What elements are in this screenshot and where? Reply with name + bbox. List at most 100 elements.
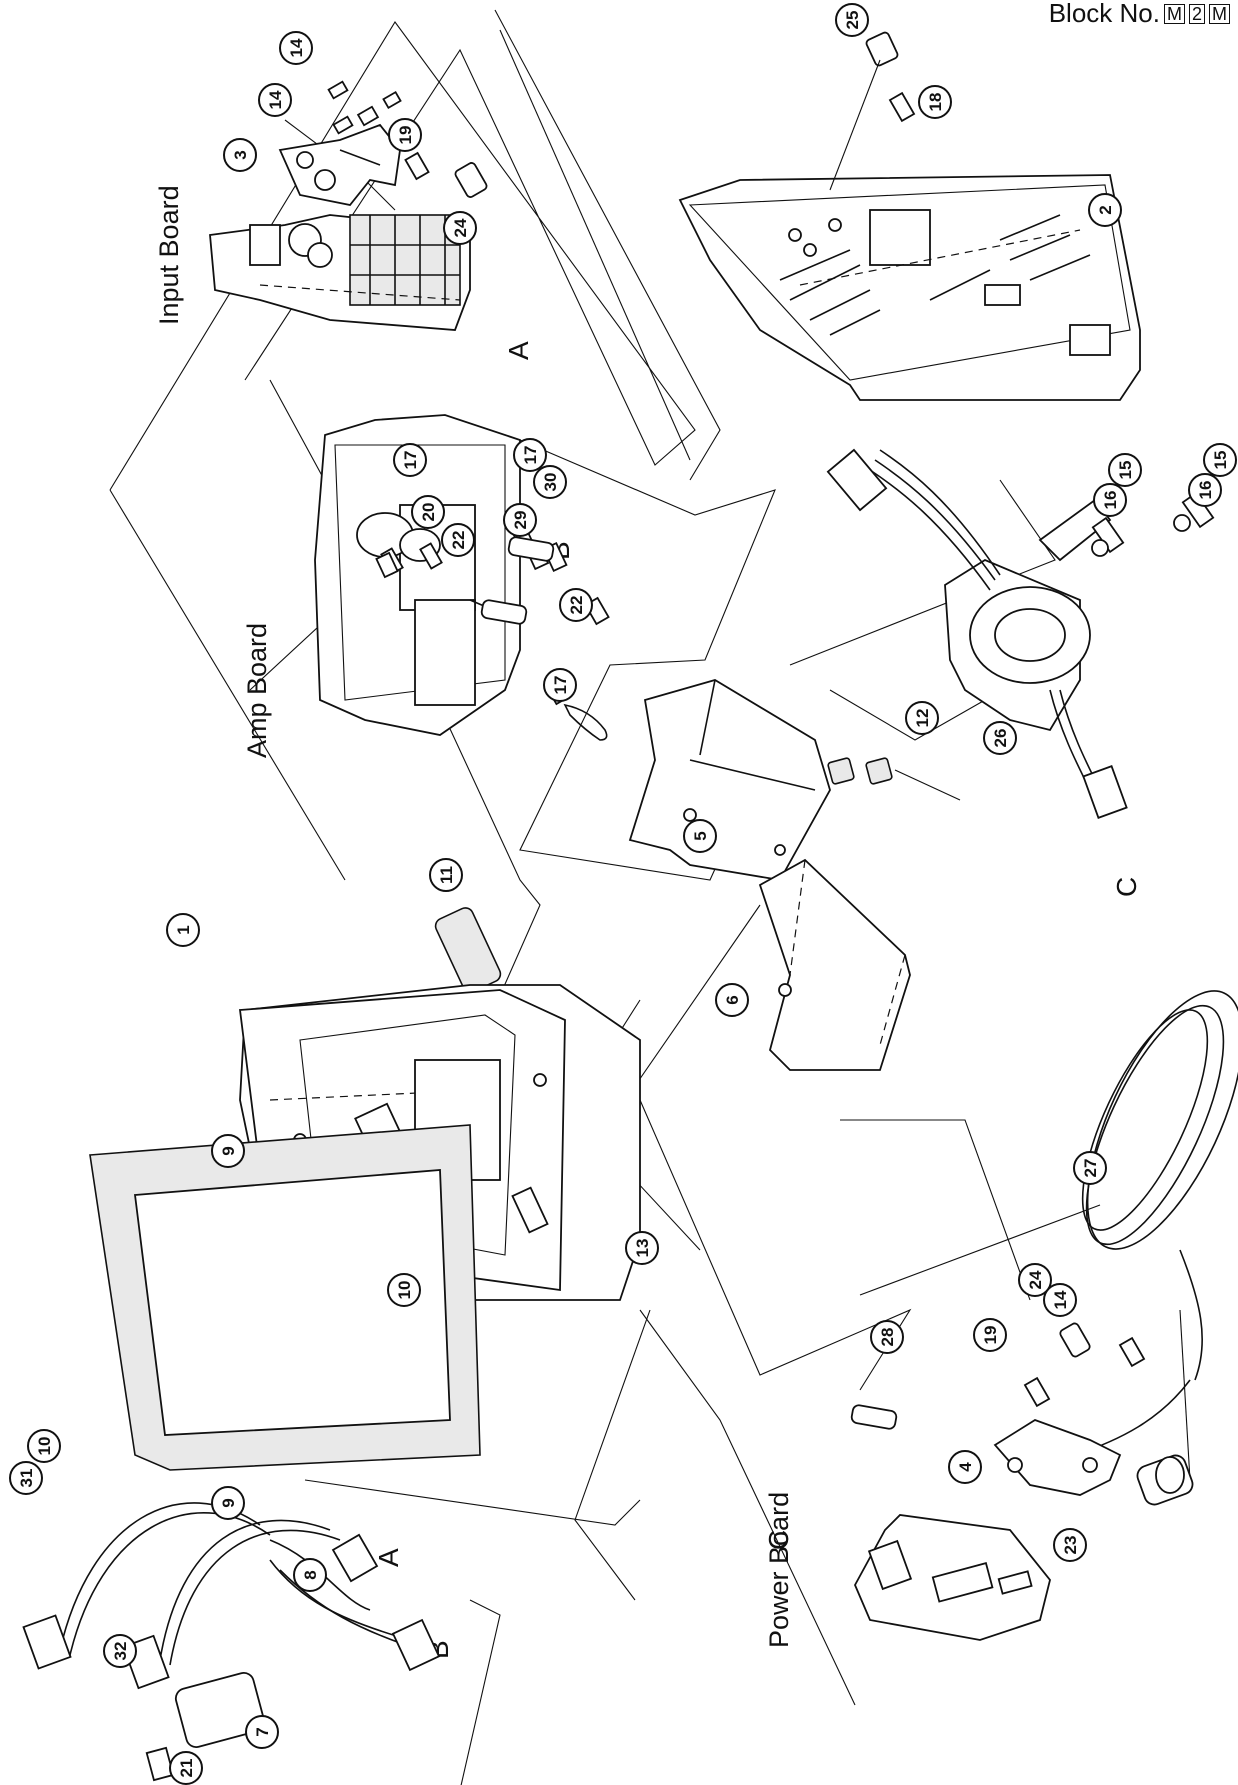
callout-27: 27 — [1073, 1151, 1107, 1185]
svg-text:19: 19 — [981, 1326, 1000, 1345]
callout-14b: 14 — [258, 83, 292, 117]
block-code-2: 2 — [1188, 4, 1205, 24]
callout-23: 23 — [1053, 1528, 1087, 1562]
input-knob-24 — [454, 162, 488, 198]
svg-text:12: 12 — [913, 709, 932, 728]
svg-text:32: 32 — [111, 1642, 130, 1661]
transformer-screws — [1091, 491, 1215, 557]
svg-text:15: 15 — [1116, 461, 1135, 480]
callout-16b: 16 — [1188, 473, 1222, 507]
svg-text:16: 16 — [1101, 491, 1120, 510]
callout-24b: 24 — [1018, 1263, 1052, 1297]
callout-3: 3 — [223, 138, 257, 172]
letter-c-power: C — [763, 1530, 794, 1550]
knob-25-screw-18 — [829, 31, 916, 191]
svg-text:26: 26 — [991, 729, 1010, 748]
callout-32: 32 — [103, 1634, 137, 1668]
foam-pad-12b — [865, 757, 893, 785]
svg-text:27: 27 — [1081, 1159, 1100, 1178]
callout-30: 30 — [533, 465, 567, 499]
svg-text:14: 14 — [287, 38, 306, 57]
svg-text:20: 20 — [419, 503, 438, 522]
transformer-26 — [944, 498, 1112, 732]
callout-31: 31 — [9, 1461, 43, 1495]
svg-text:29: 29 — [511, 511, 530, 530]
callout-28: 28 — [870, 1320, 904, 1354]
callout-9b: 9 — [211, 1486, 245, 1520]
callout-15a: 15 — [1108, 453, 1142, 487]
callout-10b: 10 — [387, 1273, 421, 1307]
transformer-wires — [826, 448, 1128, 819]
svg-text:4: 4 — [956, 1462, 975, 1472]
svg-text:8: 8 — [301, 1570, 320, 1579]
letter-c-transformer: C — [1111, 877, 1142, 897]
svg-text:11: 11 — [437, 866, 456, 884]
gasket-frame — [89, 1124, 481, 1471]
letter-a-harness: A — [373, 1548, 404, 1567]
callout-4: 4 — [948, 1450, 982, 1484]
callout-21: 21 — [169, 1751, 203, 1785]
input-board — [209, 214, 471, 331]
bracket-4 — [993, 1419, 1122, 1496]
callout-26: 26 — [983, 721, 1017, 755]
svg-text:2: 2 — [1096, 205, 1115, 214]
callout-10a: 10 — [27, 1429, 61, 1463]
amp-board — [314, 414, 521, 736]
callout-1: 1 — [166, 913, 200, 947]
power-board — [854, 1514, 1051, 1641]
bracket-3 — [278, 123, 401, 206]
svg-text:22: 22 — [567, 596, 586, 615]
svg-text:30: 30 — [541, 473, 560, 492]
svg-text:13: 13 — [633, 1239, 652, 1258]
callout-17b: 17 — [513, 438, 547, 472]
power-cord-27 — [1074, 990, 1238, 1456]
callout-15b: 15 — [1203, 443, 1237, 477]
rear-panel-2 — [678, 174, 1141, 401]
svg-text:17: 17 — [401, 451, 420, 470]
svg-text:9: 9 — [219, 1498, 238, 1507]
callout-22a: 22 — [441, 523, 475, 557]
power-screw-14 — [1118, 1336, 1146, 1368]
label-amp-board: Amp Board — [242, 623, 272, 758]
block-code-1: M — [1163, 4, 1185, 24]
svg-text:18: 18 — [926, 93, 945, 112]
cable-harness — [22, 1502, 441, 1782]
svg-text:21: 21 — [177, 1759, 196, 1778]
label-input-board: Input Board — [154, 185, 184, 325]
svg-text:7: 7 — [253, 1727, 272, 1736]
callout-17c: 17 — [543, 668, 577, 702]
svg-text:22: 22 — [449, 531, 468, 550]
callout-9a: 9 — [211, 1134, 245, 1168]
svg-text:24: 24 — [1026, 1270, 1045, 1289]
callout-2: 2 — [1088, 193, 1122, 227]
callout-18: 18 — [918, 85, 952, 119]
power-knob-24 — [1059, 1322, 1091, 1358]
svg-text:31: 31 — [17, 1469, 36, 1488]
callout-12: 12 — [905, 701, 939, 735]
callout-13: 13 — [625, 1231, 659, 1265]
svg-text:3: 3 — [231, 150, 250, 159]
letter-a-input: A — [503, 341, 534, 360]
svg-text:15: 15 — [1211, 451, 1230, 470]
input-screws — [327, 80, 430, 181]
callout-17a: 17 — [393, 443, 427, 477]
power-screw-19 — [1023, 1376, 1051, 1408]
callout-11: 11 — [429, 858, 463, 892]
bracket-5 — [628, 679, 831, 881]
svg-text:9: 9 — [219, 1146, 238, 1155]
svg-text:17: 17 — [521, 446, 540, 465]
svg-text:28: 28 — [878, 1328, 897, 1347]
svg-text:24: 24 — [451, 218, 470, 237]
callout-19b: 19 — [973, 1318, 1007, 1352]
callout-6: 6 — [715, 983, 749, 1017]
callout-5: 5 — [683, 819, 717, 853]
callout-29: 29 — [503, 503, 537, 537]
svg-text:16: 16 — [1196, 481, 1215, 500]
foam-pad-11 — [434, 907, 502, 993]
callout-7: 7 — [245, 1715, 279, 1749]
svg-text:1: 1 — [174, 925, 193, 934]
svg-text:6: 6 — [723, 995, 742, 1004]
callout-14a: 14 — [279, 31, 313, 65]
svg-text:17: 17 — [551, 676, 570, 695]
